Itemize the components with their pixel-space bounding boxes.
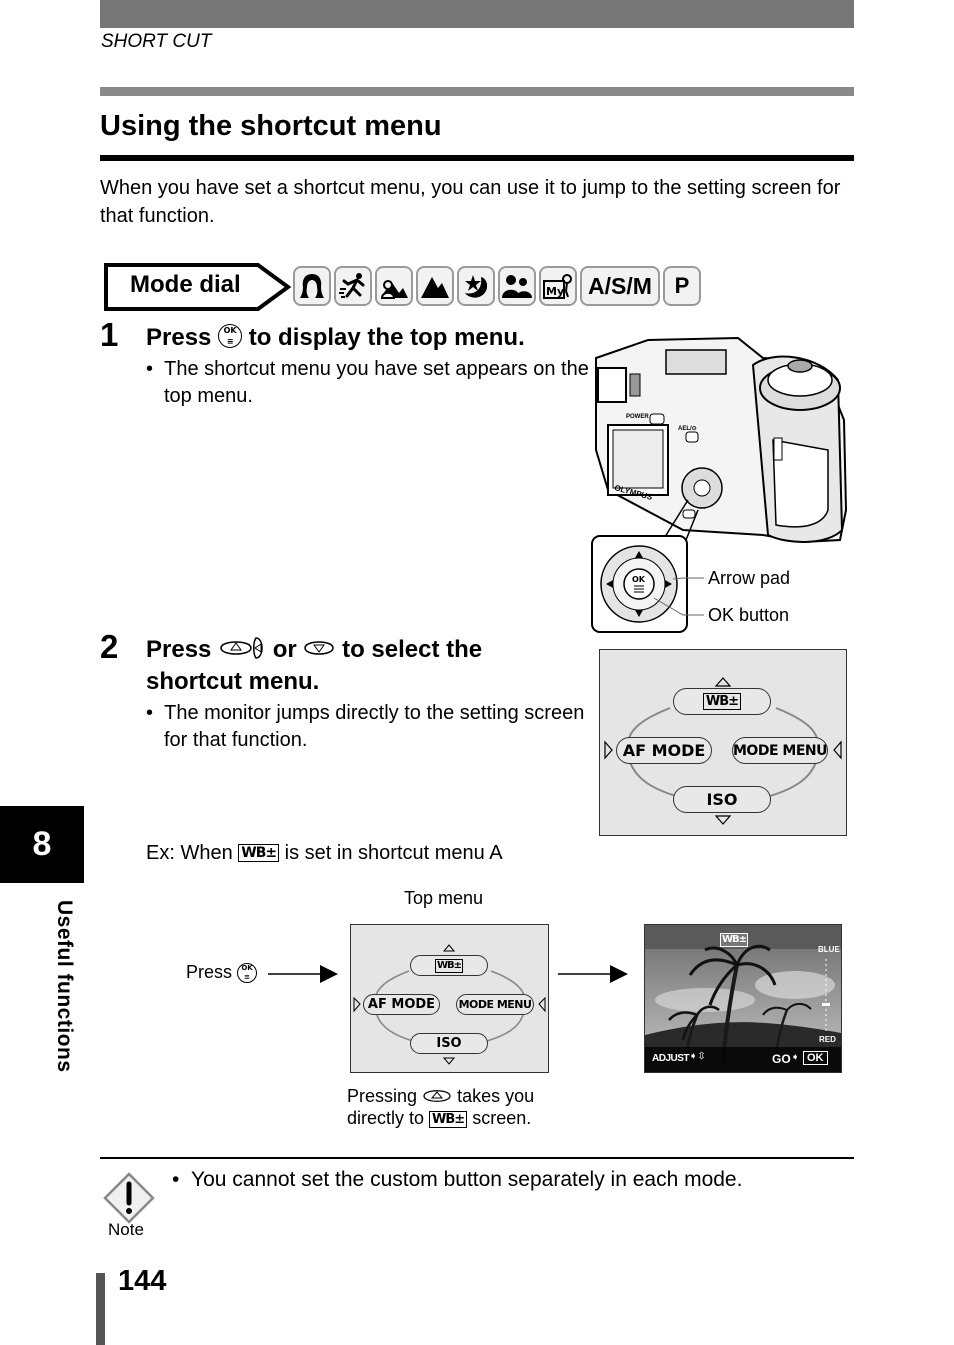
portrait-icon <box>293 266 331 306</box>
wb-icon: WB± <box>429 1111 468 1128</box>
ok-menu-button-icon: OK≡ <box>237 963 258 983</box>
ok-box-label: OK <box>803 1051 828 1065</box>
note-rule <box>100 1157 854 1159</box>
camera-ael-label: AEL/⊙ <box>678 426 697 432</box>
page-number: 144 <box>118 1265 167 1297</box>
landscape-icon <box>416 266 454 306</box>
down-arrow-icon <box>304 641 335 655</box>
step-2-bullet-text: The monitor jumps directly to the settin… <box>164 702 585 751</box>
self-portrait-icon <box>498 266 536 306</box>
menu-af-mode-option: AF MODE <box>616 737 712 764</box>
step-2-heading-text: to select the <box>342 636 483 663</box>
top-menu-label: Top menu <box>404 888 484 908</box>
step-2-or: or <box>272 636 297 663</box>
step-1-heading-text: to display the top menu. <box>248 324 525 351</box>
p-mode: P <box>663 266 701 306</box>
wb-screen-icon: WB± <box>720 933 749 947</box>
beach-photo <box>645 925 841 1072</box>
wb-setting-screen: WB± BLUE RED ADJUST ➧⇳ GO ➧ OK <box>644 924 842 1073</box>
step-2-press: Press <box>146 636 212 663</box>
go-arrow-icon: ➧ <box>791 1052 800 1063</box>
pressing-mid: takes you <box>457 1086 535 1106</box>
pressing-caption-line2: directly to WB± screen. <box>347 1108 531 1129</box>
pressing-caption-line1: Pressing takes you <box>347 1086 534 1107</box>
example-post: is set in shortcut menu A <box>284 842 503 864</box>
top-menu-screen-large: WB± AF MODE MODE MENU ISO <box>599 649 847 836</box>
note-label: Note <box>108 1220 144 1239</box>
menu-wb-option: WB± <box>673 688 771 715</box>
step-1-press: Press <box>146 324 212 351</box>
mode-icons: My A/S/M P <box>293 266 701 306</box>
chapter-title: Useful functions <box>53 900 76 1073</box>
landscape-portrait-icon <box>375 266 413 306</box>
step-1-number: 1 <box>100 316 119 353</box>
example-line: Ex: When WB± is set in shortcut menu A <box>146 842 503 865</box>
intro-text: When you have set a shortcut menu, you c… <box>100 177 841 227</box>
section-label: SHORT CUT <box>101 31 212 52</box>
title-rule <box>100 155 854 161</box>
step-1-bullet: • The shortcut menu you have set appears… <box>146 358 589 407</box>
menu-iso-option: ISO <box>673 786 771 813</box>
adjust-arrow-icon: ➧⇳ <box>689 1051 706 1062</box>
my-mode-icon: My <box>539 266 577 306</box>
arrow-pad-callout: Arrow pad <box>708 568 791 588</box>
page-number-bar <box>96 1273 105 1345</box>
camera-power-label: POWER <box>626 414 649 420</box>
arrow-right-icon <box>268 965 338 983</box>
warning-icon <box>103 1172 155 1224</box>
asm-mode: A/S/M <box>580 266 660 306</box>
small-menu-mode-menu-option: MODE MENU <box>456 994 534 1015</box>
step-2-number: 2 <box>100 628 119 665</box>
mode-dial-badge <box>104 263 292 311</box>
press-ok-label: Press OK≡ <box>186 962 258 983</box>
ok-button-callout: OK button <box>708 605 790 625</box>
blue-label: BLUE <box>818 945 840 954</box>
small-menu-af-mode-option: AF MODE <box>363 994 440 1015</box>
night-scene-icon <box>457 266 495 306</box>
small-menu-iso-option: ISO <box>410 1033 488 1054</box>
step-2-heading: Press or to select the shortcut menu. <box>146 634 566 698</box>
menu-mode-menu-option: MODE MENU <box>732 737 828 764</box>
note-text-content: You cannot set the custom button separat… <box>191 1168 743 1191</box>
up-arrow-icon <box>423 1090 451 1102</box>
example-pre: Ex: When <box>146 842 233 864</box>
chapter-tab: 8 <box>0 806 84 883</box>
press-label-text: Press <box>186 962 233 982</box>
top-menu-screen-small: WB± AF MODE MODE MENU ISO <box>350 924 549 1073</box>
note-text: • You cannot set the custom button separ… <box>172 1168 743 1191</box>
mode-dial-label: Mode dial <box>130 271 241 298</box>
arrow-pad-ok-text: OK <box>632 575 646 584</box>
step-1-heading: Press OK≡ to display the top menu. <box>146 322 525 354</box>
red-label: RED <box>819 1035 836 1044</box>
adjust-label: ADJUST <box>652 1053 690 1064</box>
svg-text:My: My <box>546 285 564 298</box>
step-2-heading-line2: shortcut menu. <box>146 668 320 695</box>
directly-pre: directly to <box>347 1108 425 1128</box>
title-bar <box>100 87 854 96</box>
up-left-arrow-icon <box>220 637 263 659</box>
arrow-right-icon <box>558 965 628 983</box>
header-bar <box>100 0 854 28</box>
step-2-bullet: • The monitor jumps directly to the sett… <box>146 702 585 751</box>
camera-illustration: POWER AEL/⊙ OLYMPUS OK <box>591 336 848 633</box>
step-1-bullet-text: The shortcut menu you have set appears o… <box>164 358 589 407</box>
go-label: GO <box>772 1052 791 1066</box>
small-menu-wb-option: WB± <box>410 955 488 976</box>
ok-menu-button-icon: OK≡ <box>218 324 243 348</box>
pressing-pre: Pressing <box>347 1086 418 1106</box>
wb-icon: WB± <box>238 844 280 862</box>
page-title: Using the shortcut menu <box>100 110 442 142</box>
sports-icon <box>334 266 372 306</box>
directly-post: screen. <box>472 1108 532 1128</box>
